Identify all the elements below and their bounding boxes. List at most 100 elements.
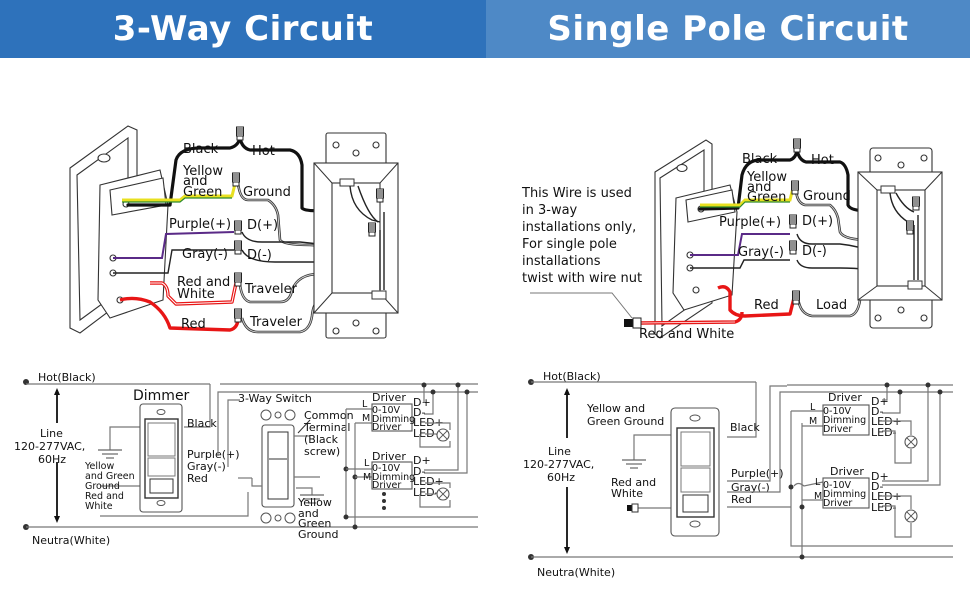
single-pole-schematic: Hot(Black) Neutra(White) Line 120-277VAC…: [523, 370, 953, 579]
label-ground-2: and Green: [85, 471, 135, 482]
label-white: White: [177, 287, 215, 302]
label-common-4: screw): [304, 445, 340, 458]
wire-gray: [690, 259, 790, 269]
label-ground-3: Ground: [85, 481, 120, 492]
wire-purple: [113, 231, 235, 259]
label-line: Line: [548, 445, 571, 458]
driver-1-body-2: Dimming: [372, 414, 415, 425]
driver-1-l: L: [362, 399, 368, 410]
label-frequency: 60Hz: [38, 453, 66, 466]
label-voltage: 120-277VAC,: [523, 458, 594, 471]
header-3-way-circuit: 3-Way Circuit: [0, 0, 486, 58]
junction-box-illustration: [857, 147, 943, 329]
driver-1: Driver 0-10V Dimming Driver L M D+ D- LE…: [791, 385, 918, 464]
label-load: Load: [816, 298, 847, 313]
driver-2-m: M: [814, 491, 822, 502]
lamp-icon: [436, 487, 450, 501]
label-and: and: [183, 174, 207, 189]
driver-1-pin-d-plus: D+: [413, 396, 431, 409]
label-red: Red: [754, 298, 779, 313]
label-common-2: Terminal: [303, 421, 351, 434]
label-switch-ground-2: and: [298, 507, 319, 520]
label-3-way-switch: 3-Way Switch: [238, 392, 312, 405]
label-switch-ground-4: Ground: [298, 528, 338, 541]
ground-symbol-icon: [621, 459, 647, 469]
label-neutral-white: Neutra(White): [537, 566, 615, 579]
wire-yellow-green: [122, 179, 238, 202]
dimmer-device-illustration: [69, 125, 169, 334]
wire-hot: [238, 136, 347, 213]
label-ground-1: Yellow and: [586, 402, 645, 415]
driver-2-body-2: Dimming: [372, 472, 415, 483]
wire-nut-icon: [236, 126, 244, 141]
driver-1-pin-led-minus: LED-: [871, 426, 897, 439]
label-white: White: [611, 487, 643, 500]
note-line-6: twist with wire nut: [522, 271, 642, 286]
label-purple: Purple(+): [719, 215, 781, 230]
label-traveler-2: Traveler: [249, 315, 303, 330]
wire-nut-icon: [234, 220, 242, 235]
driver-1-m: M: [809, 416, 817, 427]
label-switch-ground-3: Green: [298, 517, 331, 530]
driver-2-title: Driver: [372, 450, 406, 463]
lamp-icon: [436, 428, 450, 442]
driver-1-title: Driver: [372, 391, 406, 404]
driver-2-pin-d-plus: D+: [871, 470, 889, 483]
label-ground: Ground: [243, 185, 291, 200]
driver-1-l: L: [810, 402, 816, 413]
label-gray: Gray(-): [738, 245, 784, 260]
driver-2-body-3: Driver: [823, 498, 852, 509]
note-leader-line: [530, 292, 633, 319]
label-traveler-1: Traveler: [244, 282, 298, 297]
label-green: Green: [183, 185, 222, 200]
driver-2-body-3: Driver: [372, 480, 401, 491]
label-d-plus: D(+): [802, 214, 833, 229]
label-and: and: [747, 180, 771, 195]
label-line: Line: [40, 427, 63, 440]
label-frequency: 60Hz: [547, 471, 575, 484]
driver-1-m: M: [362, 413, 370, 424]
wire-red-white: [639, 311, 744, 325]
driver-1-pin-d-minus: D-: [413, 406, 425, 419]
label-hot-black: Hot(Black): [38, 371, 96, 384]
header-single-pole-circuit: Single Pole Circuit: [486, 0, 970, 58]
label-hot: Hot: [252, 144, 275, 159]
wire-nut-icon: [793, 138, 801, 153]
label-red-and: Red and: [177, 275, 230, 290]
wire-purple: [690, 233, 790, 256]
label-dimmer-red: Red: [187, 472, 208, 485]
driver-1-title: Driver: [828, 391, 862, 404]
note-line-2: in 3-way: [522, 203, 578, 218]
label-common-3: (Black: [304, 433, 339, 446]
capped-wire-nut-icon: [624, 317, 642, 329]
label-green: Green: [747, 190, 786, 205]
lamp-icon: [904, 435, 918, 449]
wire-nut-icon: [789, 214, 797, 229]
label-neutral-white: Neutra(White): [32, 534, 110, 547]
three-way-schematic: Hot(Black) Neutra(White) Line 120-277VAC…: [14, 371, 478, 547]
label-black: Black: [742, 152, 778, 167]
driver-2-l: L: [364, 458, 370, 469]
label-red-and-white: Red and White: [639, 327, 734, 342]
driver-2-body-2: Dimming: [823, 489, 866, 500]
label-yellow: Yellow: [182, 164, 223, 179]
label-ground-2: Green Ground: [587, 415, 664, 428]
label-gray: Gray(-): [182, 247, 228, 262]
header-3-way-title: 3-Way Circuit: [112, 9, 374, 49]
wire-nut-icon: [792, 290, 800, 305]
label-dimmer-gray: Gray(-): [187, 460, 226, 473]
label-common-1: Common: [304, 409, 354, 422]
lamp-icon: [904, 509, 918, 523]
driver-1-body-1: 0-10V: [372, 405, 401, 416]
driver-1-body-3: Driver: [823, 424, 852, 435]
label-ground-4: Red and: [85, 491, 124, 502]
driver-1-pin-d-minus: D-: [871, 405, 883, 418]
wire-nut-icon: [234, 240, 242, 255]
wire-black: [126, 136, 242, 207]
driver-2-body-1: 0-10V: [823, 480, 852, 491]
label-dimmer-purple: Purple(+): [731, 467, 784, 480]
label-ground: Ground: [803, 189, 851, 204]
note-line-4: For single pole: [522, 237, 617, 252]
label-hot: Hot: [811, 153, 834, 168]
